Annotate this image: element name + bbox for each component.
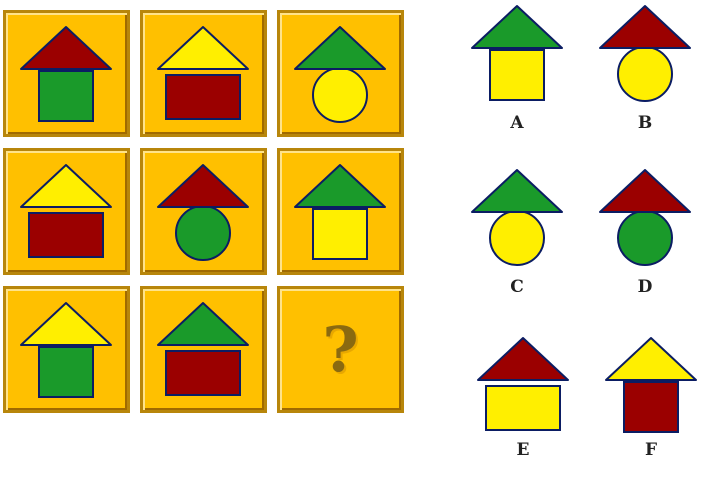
red-triangle-roof	[20, 26, 112, 70]
yellow-rect-shape	[485, 385, 561, 431]
matrix-cell-7	[3, 286, 130, 413]
yellow-square-shape	[312, 208, 368, 260]
option-d[interactable]: D	[590, 162, 700, 297]
option-e[interactable]: E	[468, 330, 578, 460]
yellow-circle-shape	[489, 210, 545, 266]
house-figure	[20, 164, 112, 258]
red-rect-shape	[165, 74, 241, 120]
house-figure	[20, 26, 112, 122]
green-circle-shape	[175, 205, 231, 261]
green-triangle-roof	[471, 169, 563, 213]
option-label: E	[516, 440, 530, 460]
green-triangle-roof	[294, 26, 386, 70]
yellow-circle-shape	[312, 67, 368, 123]
green-triangle-roof	[157, 302, 249, 346]
green-triangle-roof	[471, 5, 563, 49]
red-triangle-roof	[599, 5, 691, 49]
house-figure	[294, 164, 386, 260]
option-label: D	[637, 277, 653, 297]
green-triangle-roof	[294, 164, 386, 208]
green-circle-shape	[617, 210, 673, 266]
option-b[interactable]: B	[590, 0, 700, 133]
green-square-shape	[38, 70, 94, 122]
option-a[interactable]: A	[462, 0, 572, 133]
house-figure	[471, 5, 563, 101]
yellow-triangle-roof	[157, 26, 249, 70]
matrix-cell-4	[3, 148, 130, 275]
matrix-cell-8	[140, 286, 267, 413]
option-label: B	[637, 113, 653, 133]
matrix-cell-2	[140, 10, 267, 137]
red-square-shape	[623, 381, 679, 433]
red-rect-shape	[28, 212, 104, 258]
house-figure	[294, 26, 386, 123]
house-figure	[157, 302, 249, 396]
yellow-square-shape	[489, 49, 545, 101]
matrix-cell-5	[140, 148, 267, 275]
matrix-cell-6	[277, 148, 404, 275]
red-rect-shape	[165, 350, 241, 396]
yellow-triangle-roof	[20, 302, 112, 346]
matrix-cell-3	[277, 10, 404, 137]
question-mark-icon: ?	[322, 313, 359, 386]
red-triangle-roof	[157, 164, 249, 208]
red-triangle-roof	[599, 169, 691, 213]
yellow-triangle-roof	[20, 164, 112, 208]
option-c[interactable]: C	[462, 162, 572, 297]
house-figure	[471, 169, 563, 266]
red-triangle-roof	[477, 337, 569, 381]
house-figure	[477, 337, 569, 431]
house-figure	[599, 169, 691, 266]
house-figure	[605, 337, 697, 433]
house-figure	[157, 26, 249, 120]
house-figure	[599, 5, 691, 102]
option-label: F	[644, 440, 658, 460]
option-label: A	[510, 113, 524, 133]
green-square-shape	[38, 346, 94, 398]
option-label: C	[510, 277, 524, 297]
house-figure	[157, 164, 249, 261]
yellow-triangle-roof	[605, 337, 697, 381]
option-f[interactable]: F	[596, 330, 702, 460]
house-figure	[20, 302, 112, 398]
missing-cell[interactable]: ?	[277, 286, 404, 413]
yellow-circle-shape	[617, 46, 673, 102]
puzzle-matrix: ?	[0, 10, 410, 425]
matrix-cell-1	[3, 10, 130, 137]
